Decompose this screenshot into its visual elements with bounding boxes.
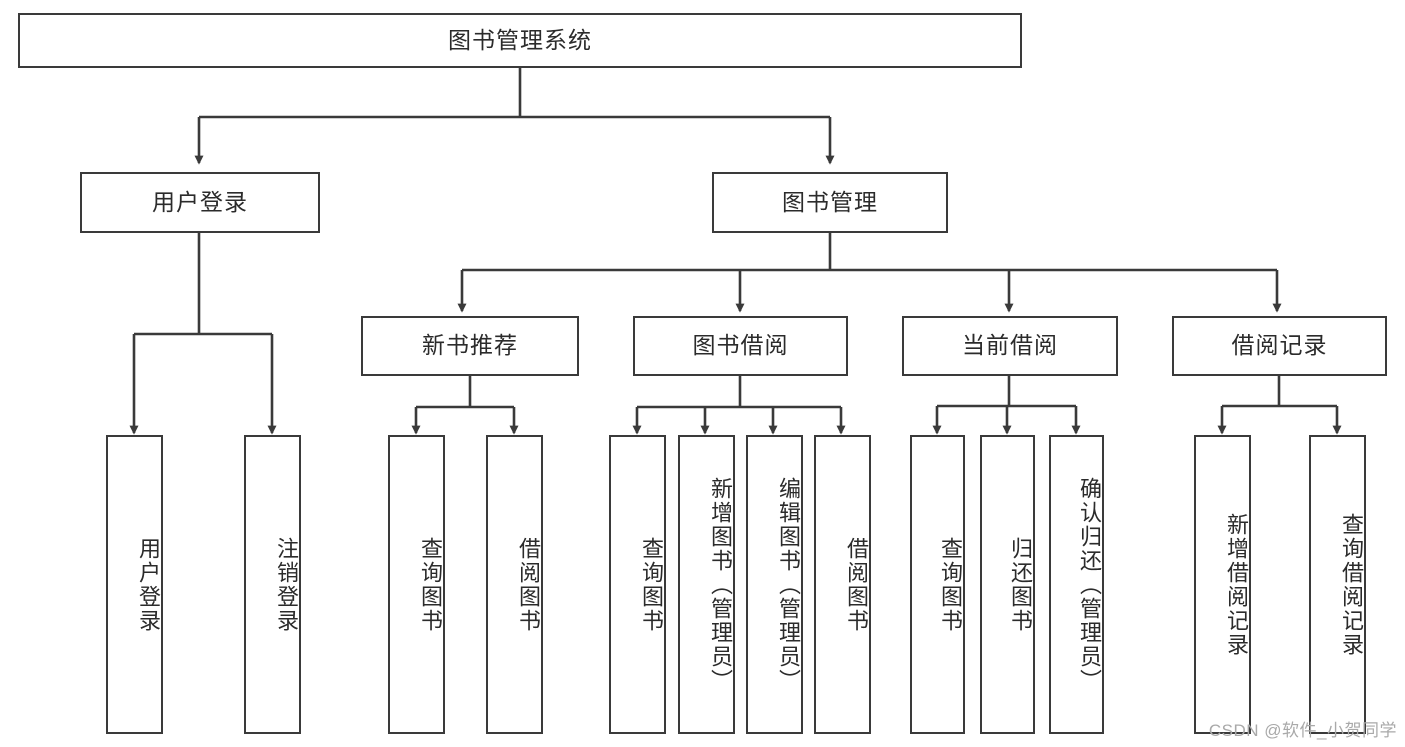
node-label: 查询借阅记录 bbox=[1339, 512, 1364, 657]
node-current-borrow[interactable]: 当前借阅 bbox=[902, 316, 1118, 376]
node-label: 新增借阅记录 bbox=[1224, 512, 1249, 657]
node-label: 确认归还（管理员） bbox=[1077, 476, 1102, 693]
leaf-query-book-recommend[interactable]: 查询图书 bbox=[388, 435, 445, 734]
node-label: 查询图书 bbox=[418, 536, 443, 633]
leaf-add-borrow-record[interactable]: 新增借阅记录 bbox=[1194, 435, 1251, 734]
node-label: 用户登录 bbox=[152, 188, 248, 215]
node-book-management[interactable]: 图书管理 bbox=[712, 172, 948, 233]
node-user-login[interactable]: 用户登录 bbox=[80, 172, 320, 233]
node-label: 图书管理系统 bbox=[448, 26, 592, 53]
node-label: 图书借阅 bbox=[692, 332, 789, 359]
node-label: 图书管理 bbox=[782, 188, 878, 215]
node-label: 归还图书 bbox=[1008, 536, 1033, 633]
leaf-return-book[interactable]: 归还图书 bbox=[980, 435, 1035, 734]
node-label: 用户登录 bbox=[136, 536, 161, 633]
leaf-user-login[interactable]: 用户登录 bbox=[106, 435, 163, 734]
node-label: 查询图书 bbox=[938, 536, 963, 633]
node-label: 借阅记录 bbox=[1231, 332, 1328, 359]
leaf-query-borrow-record[interactable]: 查询借阅记录 bbox=[1309, 435, 1366, 734]
node-label: 借阅图书 bbox=[516, 536, 541, 633]
node-root-book-management-system[interactable]: 图书管理系统 bbox=[18, 13, 1022, 68]
leaf-logout[interactable]: 注销登录 bbox=[244, 435, 301, 734]
node-label: 查询图书 bbox=[639, 536, 664, 633]
leaf-edit-book-admin[interactable]: 编辑图书（管理员） bbox=[746, 435, 803, 734]
node-label: 当前借阅 bbox=[962, 332, 1058, 359]
leaf-confirm-return-admin[interactable]: 确认归还（管理员） bbox=[1049, 435, 1104, 734]
node-new-book-recommend[interactable]: 新书推荐 bbox=[361, 316, 579, 376]
node-borrow-record[interactable]: 借阅记录 bbox=[1172, 316, 1387, 376]
node-label: 注销登录 bbox=[274, 536, 299, 633]
node-book-borrow[interactable]: 图书借阅 bbox=[633, 316, 848, 376]
node-label: 新增图书（管理员） bbox=[708, 476, 733, 693]
node-label: 编辑图书（管理员） bbox=[776, 476, 801, 693]
leaf-query-book-current[interactable]: 查询图书 bbox=[910, 435, 965, 734]
leaf-add-book-admin[interactable]: 新增图书（管理员） bbox=[678, 435, 735, 734]
leaf-borrow-book-recommend[interactable]: 借阅图书 bbox=[486, 435, 543, 734]
node-label: 借阅图书 bbox=[844, 536, 869, 633]
leaf-query-book-borrow[interactable]: 查询图书 bbox=[609, 435, 666, 734]
leaf-borrow-book[interactable]: 借阅图书 bbox=[814, 435, 871, 734]
node-label: 新书推荐 bbox=[422, 332, 518, 359]
